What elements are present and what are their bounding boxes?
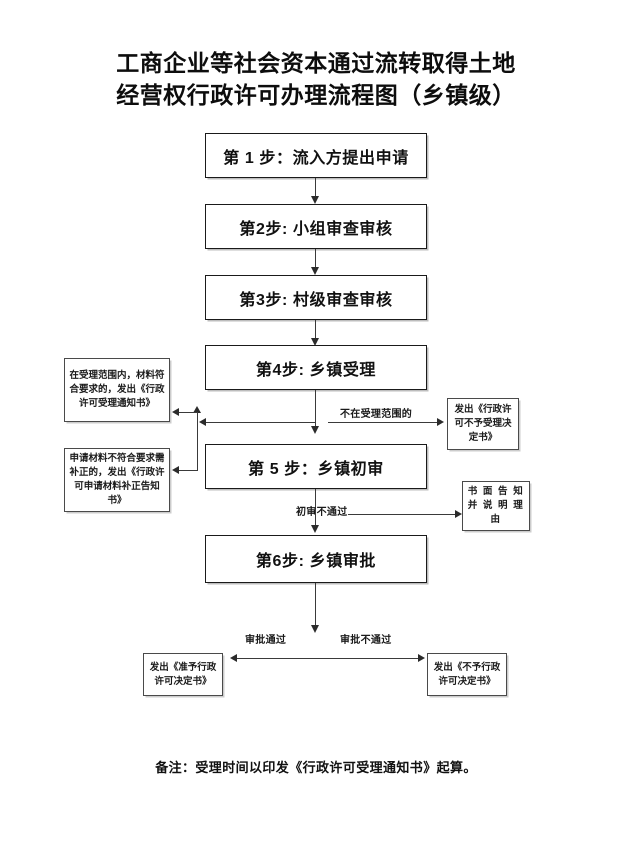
arrow-step2-to-step3-icon [311, 267, 319, 275]
note-materials-correction-box[interactable]: 申请材料不符合要求需补正的，发出《行政许可申请材料补正告知书》 [64, 448, 170, 512]
flow-step-4-label: 第4步: 乡镇受理 [255, 361, 377, 379]
connector-step4-to-step5 [315, 390, 316, 428]
flow-step-1-box[interactable]: 第 1 步：流入方提出申请 [205, 133, 427, 178]
flow-step-5-box[interactable]: 第 5 步：乡镇初审 [205, 444, 427, 489]
note-rejected-result-text: 发出《不予行政许可决定书》 [433, 661, 501, 687]
arrow-to-rejected-result-icon [418, 654, 425, 662]
note-rejected-result-box[interactable]: 发出《不予行政许可决定书》 [427, 653, 507, 696]
arrow-to-accept-in-scope-note-icon [172, 408, 179, 416]
connector-return-to-left-spine [205, 422, 315, 423]
page-title-line-2: 经营权行政许可办理流程图（乡镇级） [116, 83, 516, 108]
arrow-step1-to-step2-icon [311, 196, 319, 204]
connector-step5-to-step6 [315, 489, 316, 527]
flow-step-3-label: 第3步: 村级审查审核 [239, 291, 393, 309]
connector-to-accept-in-scope-note [178, 412, 198, 413]
arrow-first-review-failed-icon [455, 510, 462, 518]
flow-step-1-label: 第 1 步：流入方提出申请 [223, 149, 409, 167]
edge-label-first-review-failed: 初审不通过 [296, 507, 348, 518]
flow-step-4-box[interactable]: 第4步: 乡镇受理 [205, 345, 427, 390]
note-approved-result-box[interactable]: 发出《准予行政许可决定书》 [143, 653, 223, 696]
note-accept-in-scope-text: 在受理范围内，材料符合要求的，发出《行政许可受理通知书》 [69, 370, 165, 409]
flow-step-2-box[interactable]: 第2步: 小组审查审核 [205, 204, 427, 249]
flow-step-6-box[interactable]: 第6步: 乡镇审批 [205, 535, 427, 583]
connector-step1-to-step2 [315, 178, 316, 198]
note-not-in-scope-result-box[interactable]: 发出《行政许可不予受理决定书》 [447, 398, 519, 450]
edge-label-approval-passed: 审批通过 [245, 635, 287, 646]
arrow-left-spine-top-icon [193, 406, 201, 413]
arrow-return-to-left-spine-icon [199, 418, 206, 426]
flow-step-2-label: 第2步: 小组审查审核 [239, 220, 393, 238]
arrow-to-approved-result-icon [230, 654, 237, 662]
flow-step-5-label: 第 5 步：乡镇初审 [248, 460, 384, 478]
note-approved-result-text: 发出《准予行政许可决定书》 [149, 661, 217, 687]
arrow-step4-to-step5-icon [311, 426, 319, 434]
connector-step3-to-step4 [315, 320, 316, 340]
connector-not-in-scope [328, 422, 438, 423]
page-title-line-1: 工商企业等社会资本通过流转取得土地 [116, 51, 516, 76]
connector-to-materials-correction-note [178, 470, 198, 471]
note-written-notice-box[interactable]: 书 面 告 知 并 说 明 理 由 [462, 481, 530, 531]
connector-first-review-failed [348, 514, 456, 515]
note-written-notice-text: 书 面 告 知 并 说 明 理 由 [467, 486, 525, 525]
note-accept-in-scope-box[interactable]: 在受理范围内，材料符合要求的，发出《行政许可受理通知书》 [64, 358, 170, 422]
edge-label-not-in-scope: 不在受理范围的 [340, 409, 413, 420]
connector-step6-to-split [315, 583, 316, 627]
footer-note: 备注：受理时间以印发《行政许可受理通知书》起算。 [155, 760, 477, 775]
connector-step2-to-step3 [315, 249, 316, 269]
edge-label-approval-failed: 审批不通过 [340, 635, 392, 646]
note-materials-correction-text: 申请材料不符合要求需补正的，发出《行政许可申请材料补正告知书》 [69, 453, 165, 506]
arrow-to-materials-correction-note-icon [172, 466, 179, 474]
connector-left-branch-spine [197, 412, 198, 470]
connector-to-rejected-result [315, 658, 419, 659]
connector-to-approved-result [236, 658, 316, 659]
arrow-step3-to-step4-icon [311, 338, 319, 346]
page-title: 工商企业等社会资本通过流转取得土地 经营权行政许可办理流程图（乡镇级） [0, 48, 632, 112]
arrow-not-in-scope-icon [437, 418, 444, 426]
arrow-step5-to-step6-icon [311, 525, 319, 533]
arrow-step6-to-split-icon [311, 625, 319, 633]
flow-step-3-box[interactable]: 第3步: 村级审查审核 [205, 275, 427, 320]
flow-step-6-label: 第6步: 乡镇审批 [255, 553, 377, 570]
note-not-in-scope-result-text: 发出《行政许可不予受理决定书》 [454, 404, 512, 443]
